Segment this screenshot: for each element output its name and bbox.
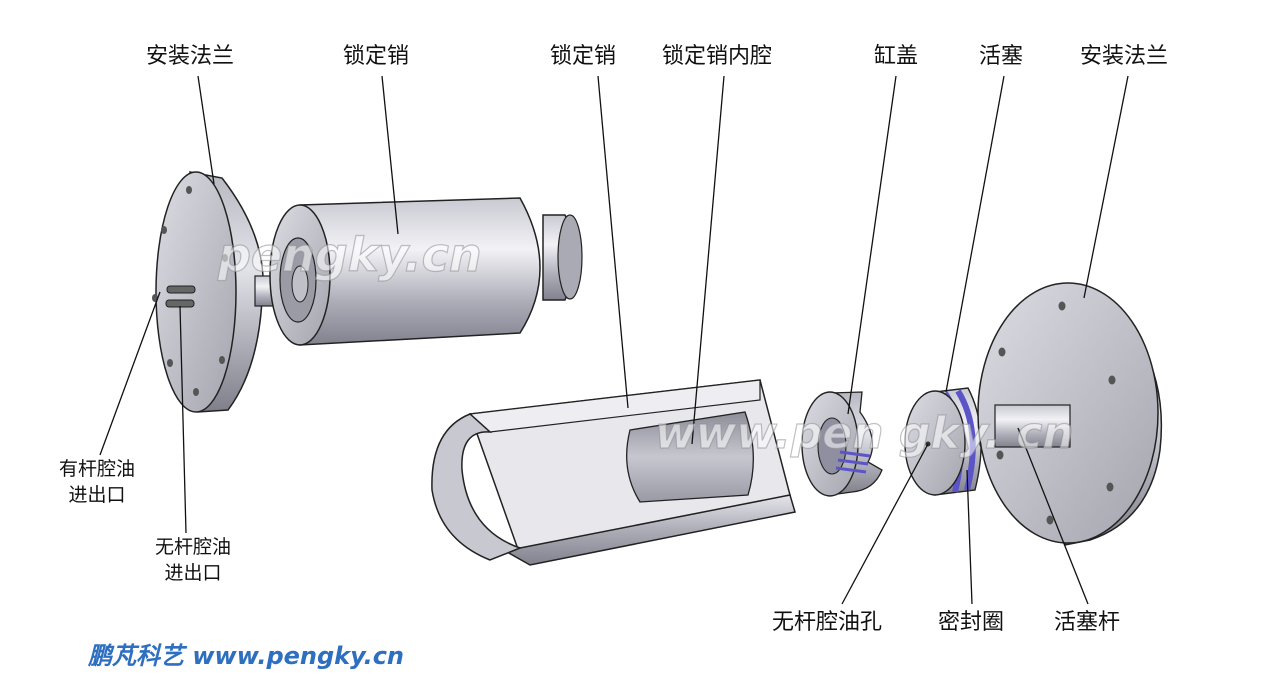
label-piston: 活塞 — [979, 44, 1024, 69]
label-seal-ring: 密封圈 — [938, 610, 1005, 635]
label-piston-rod: 活塞杆 — [1054, 610, 1121, 635]
label-lock-pin-top: 锁定销 — [343, 44, 410, 69]
lock-pin-section — [431, 379, 796, 566]
flange-bolt-holes-right — [996, 301, 1116, 525]
watermark-top: pengky.cn — [217, 227, 482, 282]
leader-lines — [99, 75, 1129, 605]
rod-side-port-slot — [166, 285, 196, 294]
label-lock-pin-cavity: 锁定销内腔 — [662, 44, 773, 69]
right-mounting-flange — [977, 282, 1163, 546]
label-lock-pin-section: 锁定销 — [550, 44, 617, 69]
footer-credit: 鹏芃科艺 www.pengky.cn — [88, 642, 405, 670]
label-rodless-hole: 无杆腔油孔 — [772, 610, 883, 635]
cylinder-cover — [801, 391, 883, 497]
lock-pin-body — [269, 197, 583, 346]
rodless-port-slot — [165, 299, 195, 308]
label-cylinder-cover: 缸盖 — [874, 44, 919, 69]
flange-bolt-holes — [152, 186, 228, 396]
lock-pin-inner-cavity — [626, 411, 754, 503]
watermark-bottom: www.pen gky. cn — [654, 407, 1074, 459]
label-rod-side-port: 有杆腔油 进出口 — [58, 458, 135, 506]
label-rodless-port: 无杆腔油 进出口 — [154, 536, 231, 584]
label-left-flange: 安装法兰 — [146, 44, 235, 69]
label-right-flange: 安装法兰 — [1080, 44, 1169, 69]
